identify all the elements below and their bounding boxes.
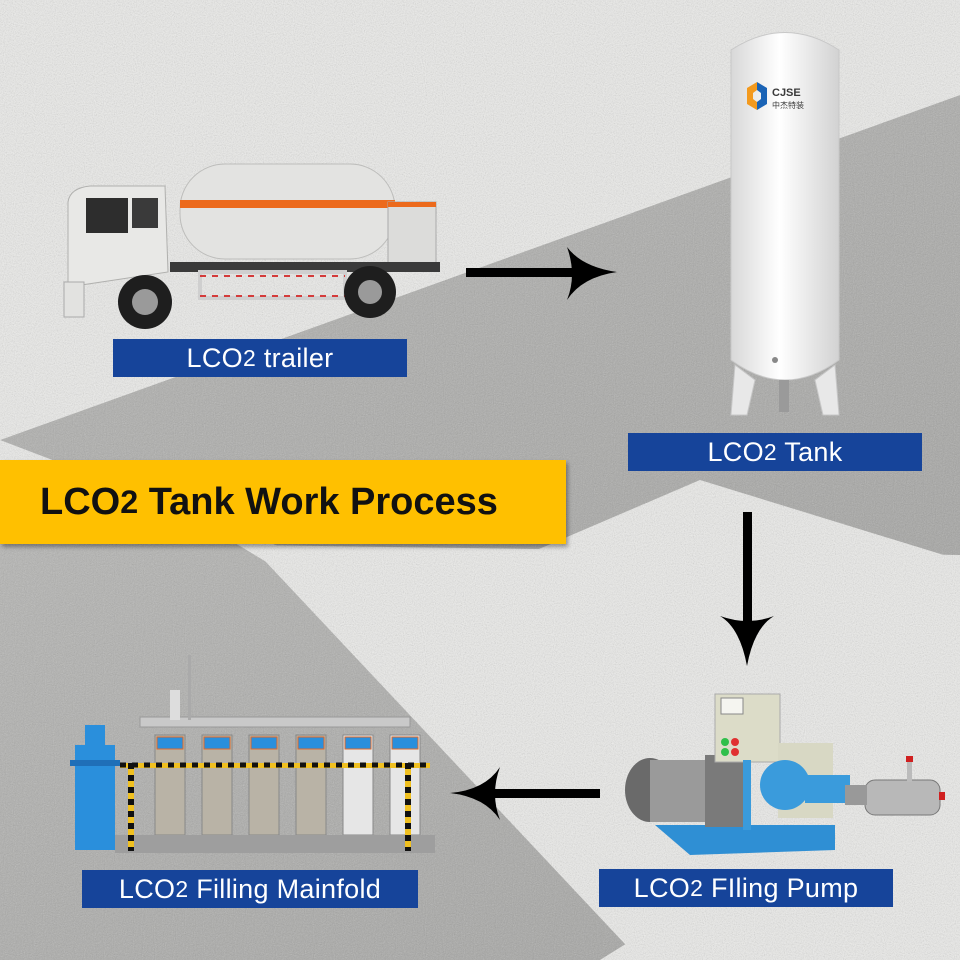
label-tank-text: Tank bbox=[776, 436, 843, 467]
filling-station bbox=[335, 734, 377, 847]
label-pump-subscript: 2 bbox=[690, 874, 704, 901]
label-manifold-text: Filling Mainfold bbox=[188, 873, 382, 904]
arrow-down-icon bbox=[720, 512, 774, 666]
label-trailer-text: trailer bbox=[256, 342, 334, 373]
pump-illustration bbox=[625, 693, 945, 855]
title-prefix: LCO bbox=[40, 480, 121, 523]
filling-station bbox=[288, 734, 330, 847]
manifold-illustration bbox=[70, 655, 435, 853]
title-subscript: 2 bbox=[120, 483, 139, 520]
title-text: Tank Work Process bbox=[138, 480, 498, 523]
label-tank-prefix: LCO bbox=[707, 436, 764, 467]
filling-station bbox=[382, 734, 424, 847]
logo-text: CJSE bbox=[772, 87, 801, 99]
filling-station bbox=[241, 734, 283, 847]
label-manifold-subscript: 2 bbox=[175, 875, 189, 902]
label-trailer-prefix: LCO bbox=[186, 342, 243, 373]
filling-station bbox=[194, 734, 236, 847]
label-manifold-prefix: LCO bbox=[118, 873, 176, 904]
trailer-illustration bbox=[63, 163, 440, 329]
label-trailer-subscript: 2 bbox=[242, 344, 257, 371]
label-pump-prefix: LCO bbox=[633, 872, 691, 903]
label-pump-text: FIling Pump bbox=[703, 872, 859, 903]
logo-subtext: 中杰特装 bbox=[772, 100, 804, 110]
tank-illustration: CJSE 中杰特装 bbox=[730, 32, 840, 416]
cjse-logo-icon bbox=[747, 82, 767, 110]
label-tank-subscript: 2 bbox=[763, 438, 777, 465]
filling-station bbox=[147, 734, 189, 847]
arrow-right-icon bbox=[466, 247, 617, 300]
arrow-left-icon bbox=[450, 767, 600, 820]
